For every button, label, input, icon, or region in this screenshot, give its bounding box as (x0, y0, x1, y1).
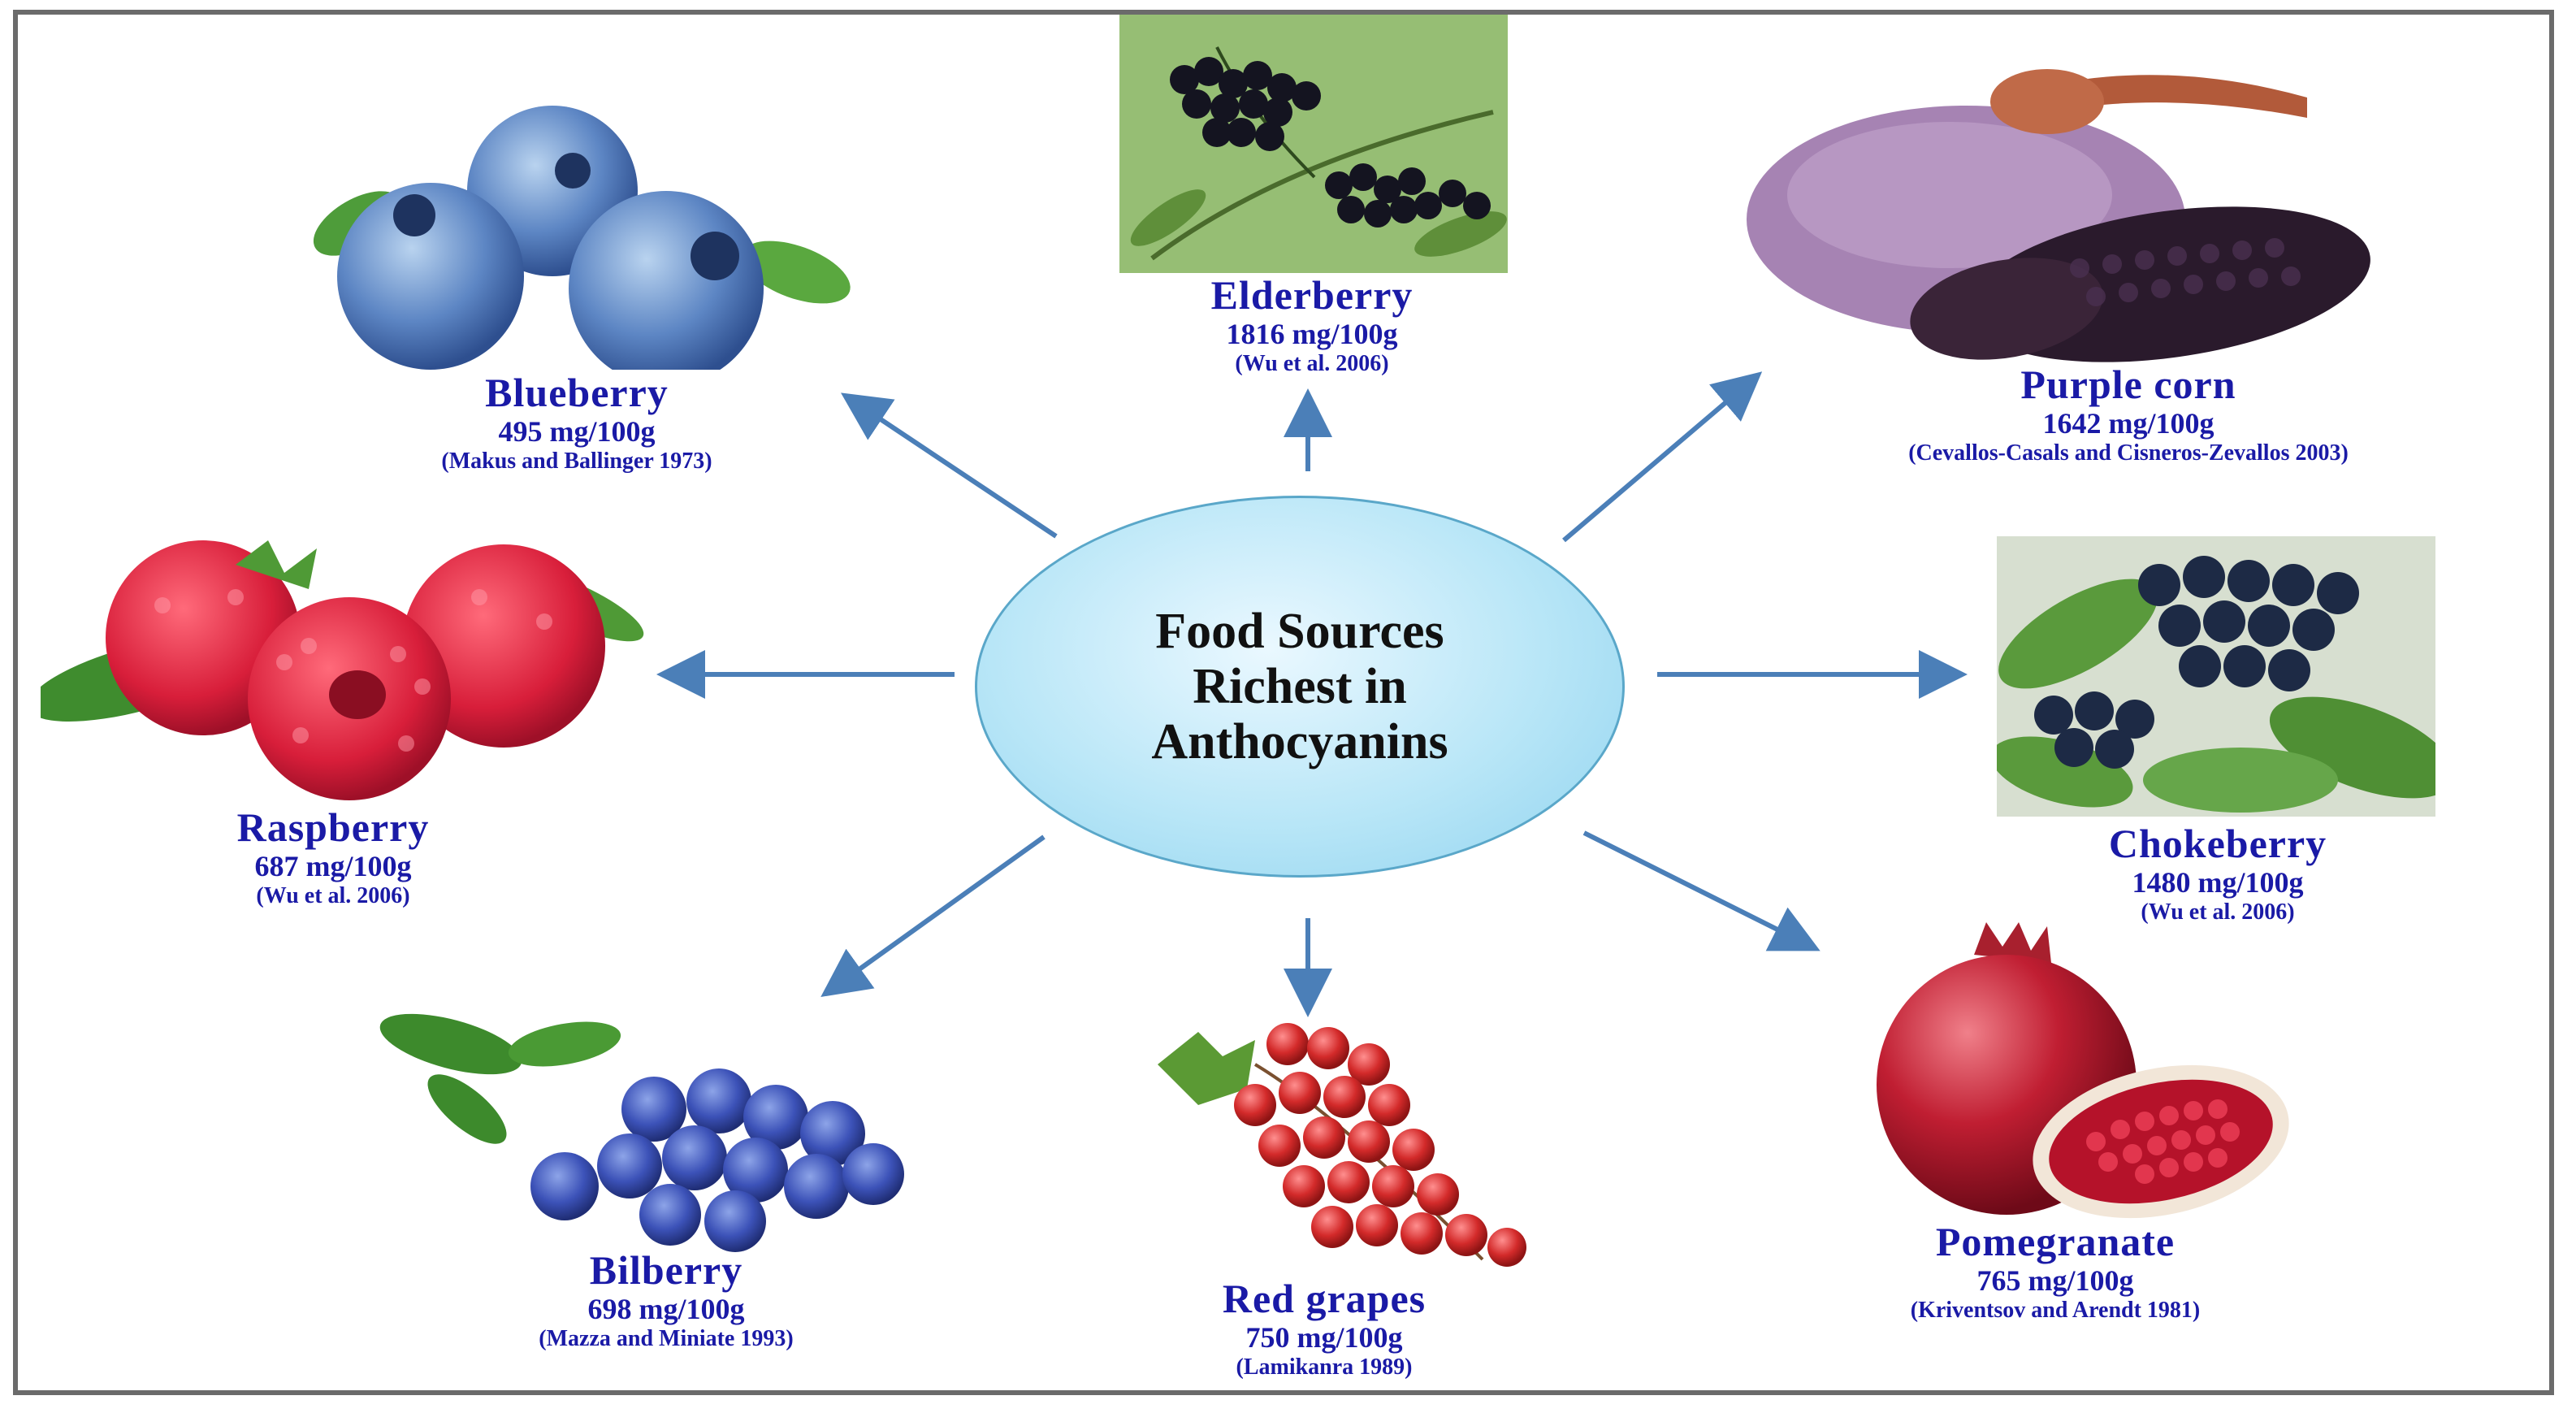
food-reference: (Wu et al. 2006) (256, 883, 410, 908)
food-reference: (Kriventsov and Arendt 1981) (1910, 1298, 2201, 1323)
food-name: Chokeberry (2108, 821, 2327, 866)
food-name: Elderberry (1210, 272, 1414, 318)
chokeberry-image (1997, 536, 2435, 817)
purple-corn-image (1747, 69, 2370, 362)
food-value: 698 mg/100g (587, 1293, 745, 1325)
food-reference: (Mazza and Miniate 1993) (539, 1326, 794, 1351)
food-value: 1642 mg/100g (2042, 407, 2214, 440)
food-value: 1816 mg/100g (1226, 318, 1398, 350)
food-reference: (Wu et al. 2006) (2141, 899, 2295, 925)
food-value: 495 mg/100g (498, 415, 656, 448)
bilberry-image (379, 1013, 904, 1252)
food-reference: (Makus and Ballinger 1973) (441, 449, 712, 474)
food-reference: (Wu et al. 2006) (1235, 351, 1389, 376)
central-topic-circle: Food Sources Richest in Anthocyanins (975, 496, 1625, 878)
central-topic-title: Food Sources Richest in Anthocyanins (1151, 604, 1448, 769)
food-value: 1480 mg/100g (2132, 866, 2304, 899)
food-value: 687 mg/100g (254, 850, 412, 882)
raspberry-image (41, 540, 644, 800)
food-value: 765 mg/100g (1976, 1264, 2134, 1297)
food-reference: (Cevallos-Casals and Cisneros-Zevallos 2… (1908, 440, 2349, 466)
food-name: Blueberry (485, 370, 669, 415)
food-name: Red grapes (1222, 1276, 1427, 1321)
food-name: Bilberry (589, 1247, 743, 1293)
food-reference: (Lamikanra 1989) (1236, 1354, 1413, 1380)
red-grapes-image (1158, 1023, 1526, 1267)
food-name: Pomegranate (1935, 1219, 2176, 1264)
food-name: Raspberry (236, 804, 430, 850)
food-name: Purple corn (2020, 362, 2236, 407)
elderberry-image (1119, 15, 1508, 273)
blueberry-image (313, 106, 851, 370)
food-value: 750 mg/100g (1245, 1321, 1403, 1354)
pomegranate-image (1877, 922, 2289, 1219)
